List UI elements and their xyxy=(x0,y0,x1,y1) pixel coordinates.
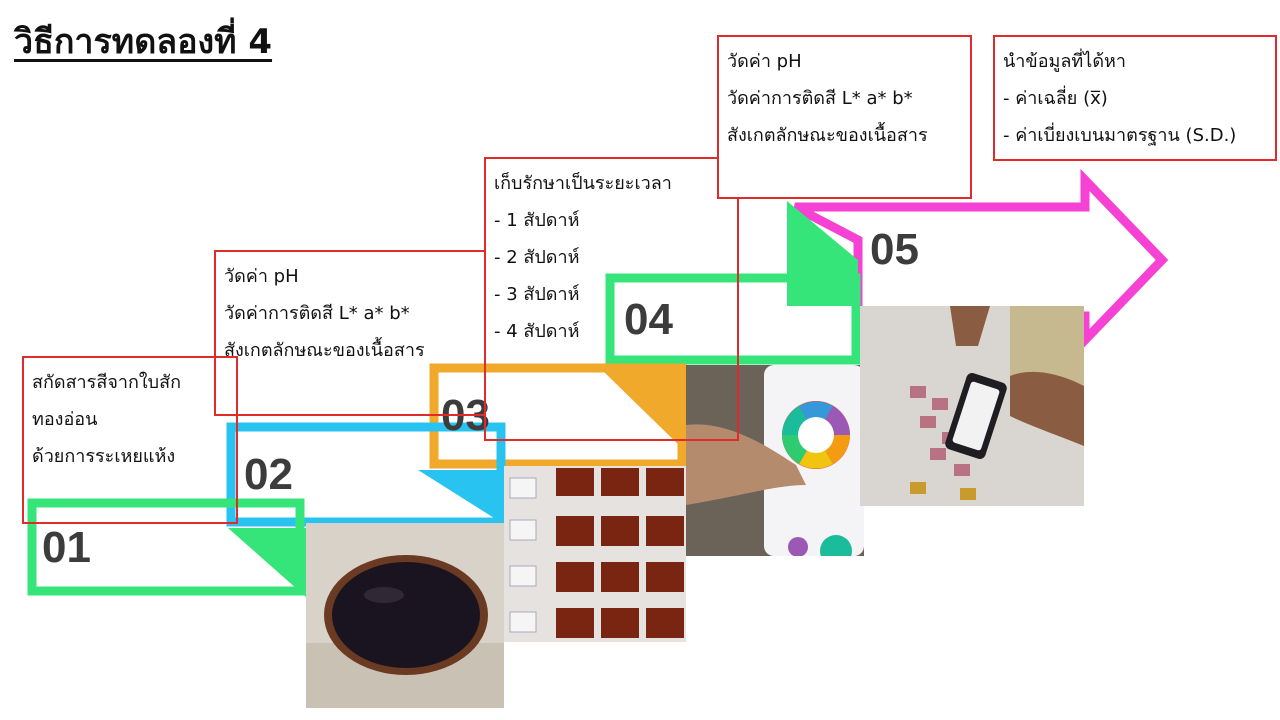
step-4-line-2: วัดค่าการติดสี L* a* b* xyxy=(727,88,913,109)
step-2-text-box: วัดค่า pH วัดค่าการติดสี L* a* b* สังเกต… xyxy=(214,250,486,416)
photo-measuring-phone xyxy=(860,306,1084,506)
step-5-line-2: - ค่าเฉลี่ย (x̅) xyxy=(1003,88,1108,109)
step-2-line-2: วัดค่าการติดสี L* a* b* xyxy=(224,303,410,324)
step-4-number: 04 xyxy=(624,295,673,344)
photo-color-app xyxy=(686,365,864,556)
step-1-number: 01 xyxy=(42,523,91,572)
step-4-line-1: วัดค่า pH xyxy=(727,51,802,72)
step-4-line-3: สังเกตลักษณะของเนื้อสาร xyxy=(727,125,928,146)
step-3-line-5: - 4 สัปดาห์ xyxy=(494,321,580,342)
photo-extract-bowl xyxy=(306,523,504,708)
step-3-line-3: - 2 สัปดาห์ xyxy=(494,247,580,268)
step-3-text-box: เก็บรักษาเป็นระยะเวลา - 1 สัปดาห์ - 2 สั… xyxy=(484,157,739,441)
step-5-line-1: นำข้อมูลที่ได้หา xyxy=(1003,51,1127,72)
step-3-line-2: - 1 สัปดาห์ xyxy=(494,210,580,231)
step-2-fold xyxy=(418,470,510,528)
step-5-text-box: นำข้อมูลที่ได้หา - ค่าเฉลี่ย (x̅) - ค่าเ… xyxy=(993,35,1277,161)
photo-stained-fabrics xyxy=(504,466,686,642)
step-3-fold xyxy=(604,372,686,452)
step-3-line-4: - 3 สัปดาห์ xyxy=(494,284,580,305)
step-1-fold xyxy=(228,528,306,597)
step-1-text-box: สกัดสารสีจากใบสัก ทองอ่อน ด้วยการระเหยแห… xyxy=(22,356,238,524)
step-4-frame xyxy=(605,273,861,365)
step-1-line-3: ด้วยการระเหยแห้ง xyxy=(32,446,176,467)
step-3-line-1: เก็บรักษาเป็นระยะเวลา xyxy=(494,173,672,194)
step-5-line-3: - ค่าเบี่ยงเบนมาตรฐาน (S.D.) xyxy=(1003,125,1237,146)
step-4-text-box: วัดค่า pH วัดค่าการติดสี L* a* b* สังเกต… xyxy=(717,35,972,199)
step-1-line-1: สกัดสารสีจากใบสัก xyxy=(32,372,181,393)
step-2-number: 02 xyxy=(244,450,293,499)
step-5-number: 05 xyxy=(870,225,919,274)
page-title: วิธีการทดลองที่ 4 xyxy=(14,22,273,62)
step-2-line-3: สังเกตลักษณะของเนื้อสาร xyxy=(224,340,425,361)
step-2-line-1: วัดค่า pH xyxy=(224,266,299,287)
step-1-line-2: ทองอ่อน xyxy=(32,409,98,430)
